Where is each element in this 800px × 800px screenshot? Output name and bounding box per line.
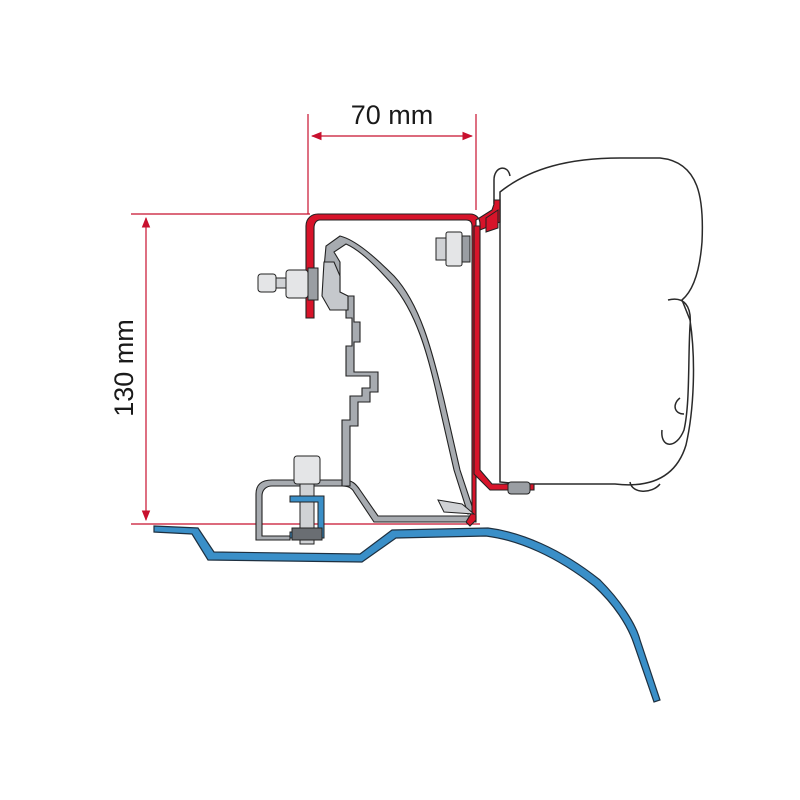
side-bolt xyxy=(257,267,319,301)
upper-bolt-head xyxy=(435,237,447,261)
tapered-wedge xyxy=(437,499,476,515)
width-dimension: 70 mm xyxy=(307,100,477,214)
lower-bracket-foot xyxy=(507,481,531,495)
roof-panel xyxy=(153,525,661,703)
cassette-front-panel xyxy=(661,298,692,445)
bracket-top-channel xyxy=(305,199,501,527)
side-bolt-shank xyxy=(275,277,287,289)
wedge-piece xyxy=(437,499,476,515)
profile-t-slot xyxy=(321,261,349,311)
side-nut xyxy=(285,269,309,299)
cassette-body xyxy=(499,157,704,486)
bracket-foot-block xyxy=(507,481,531,495)
cassette-hook xyxy=(493,167,511,204)
cassette-bottom-foot xyxy=(629,481,661,492)
bracket-vertical-leg xyxy=(473,225,535,491)
upper-bolt xyxy=(435,231,471,267)
upper-nut xyxy=(445,231,463,267)
awning-cassette xyxy=(493,157,704,492)
side-washer xyxy=(307,267,319,301)
side-bolt-head xyxy=(257,273,277,293)
cassette-clip xyxy=(674,397,685,415)
upper-washer xyxy=(461,235,471,263)
base-bolt xyxy=(289,455,325,545)
vehicle-roof xyxy=(153,525,661,703)
profile-base-flange xyxy=(255,479,477,541)
base-nut xyxy=(293,455,321,485)
height-dimension-label: 130 mm xyxy=(109,319,139,417)
aluminium-profile xyxy=(255,235,477,541)
red-wall-bracket xyxy=(305,199,535,527)
profile-spine xyxy=(323,235,475,515)
base-lower-washer xyxy=(291,527,323,541)
width-dimension-label: 70 mm xyxy=(351,100,434,130)
bracket-upper-lip xyxy=(485,209,499,233)
